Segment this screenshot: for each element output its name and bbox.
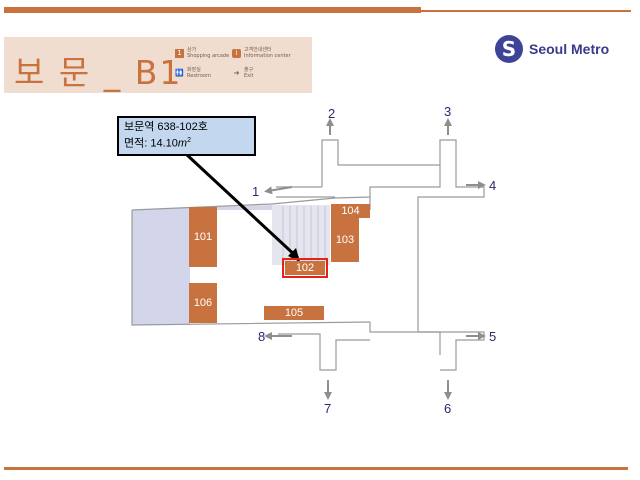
exit-number-7: 7 [324,401,332,416]
bottom-accent-bar [4,467,628,470]
brand-name: Seoul Metro [529,41,610,57]
exit-number-6: 6 [444,401,452,416]
station-floor-title: 보 문 _ B1 [14,53,183,92]
shop-info-callout: 보문역 638-102호 면적: 14.10m2 [117,116,256,156]
header-panel [4,37,312,93]
callout-area: 면적: 14.10m2 [124,134,249,151]
shop-104: 104 [331,204,370,218]
legend-label-ko: 고객안내센터 [244,47,272,53]
callout-pointer [184,152,300,260]
exit-number-1: 1 [252,184,260,199]
shop-102: 102 [285,261,325,275]
legend-label-ko: 화장실 [187,67,201,73]
shop-106: 106 [189,283,217,323]
shop-105: 105 [264,306,324,320]
seoul-metro-logo-icon: S [495,35,523,63]
exit-number-8: 8 [258,329,266,344]
exit-number-3: 3 [444,104,452,119]
callout-area-value: 면적: 14.10 [124,137,178,150]
exit-number-4: 4 [489,178,497,193]
legend-label-en: Exit [244,73,254,79]
exit-arrow-icon: ➜ [233,69,240,77]
shopping-arcade-icon: 1 [175,48,184,58]
callout-area-unit-sup: 2 [187,137,191,144]
exit-number-5: 5 [489,329,497,344]
shop-101: 101 [189,207,217,267]
shop-102-highlight [282,258,328,278]
legend-label-ko: 출구 [244,67,254,73]
stair-area [272,205,330,265]
exit-number-2: 2 [328,106,336,121]
legend-label-en: Information center [244,53,291,59]
top-accent-line [421,10,631,12]
seoul-metro-brand: S Seoul Metro [495,35,609,63]
shop-103: 103 [331,218,359,262]
restroom-icon: 🚻 [175,69,184,77]
callout-shop-id: 보문역 638-102호 [124,121,208,133]
exit-arrow-1 [264,186,293,195]
information-center-icon: i [232,48,241,58]
legend-label-ko: 상가 [187,47,197,53]
concourse-area [132,205,272,325]
callout-area-unit: m [177,137,188,150]
top-accent-bar [4,7,421,13]
legend-label-en: Restroom [187,73,211,79]
legend-label-en: Shopping arcade [187,53,230,59]
exit-arrows [264,118,486,400]
